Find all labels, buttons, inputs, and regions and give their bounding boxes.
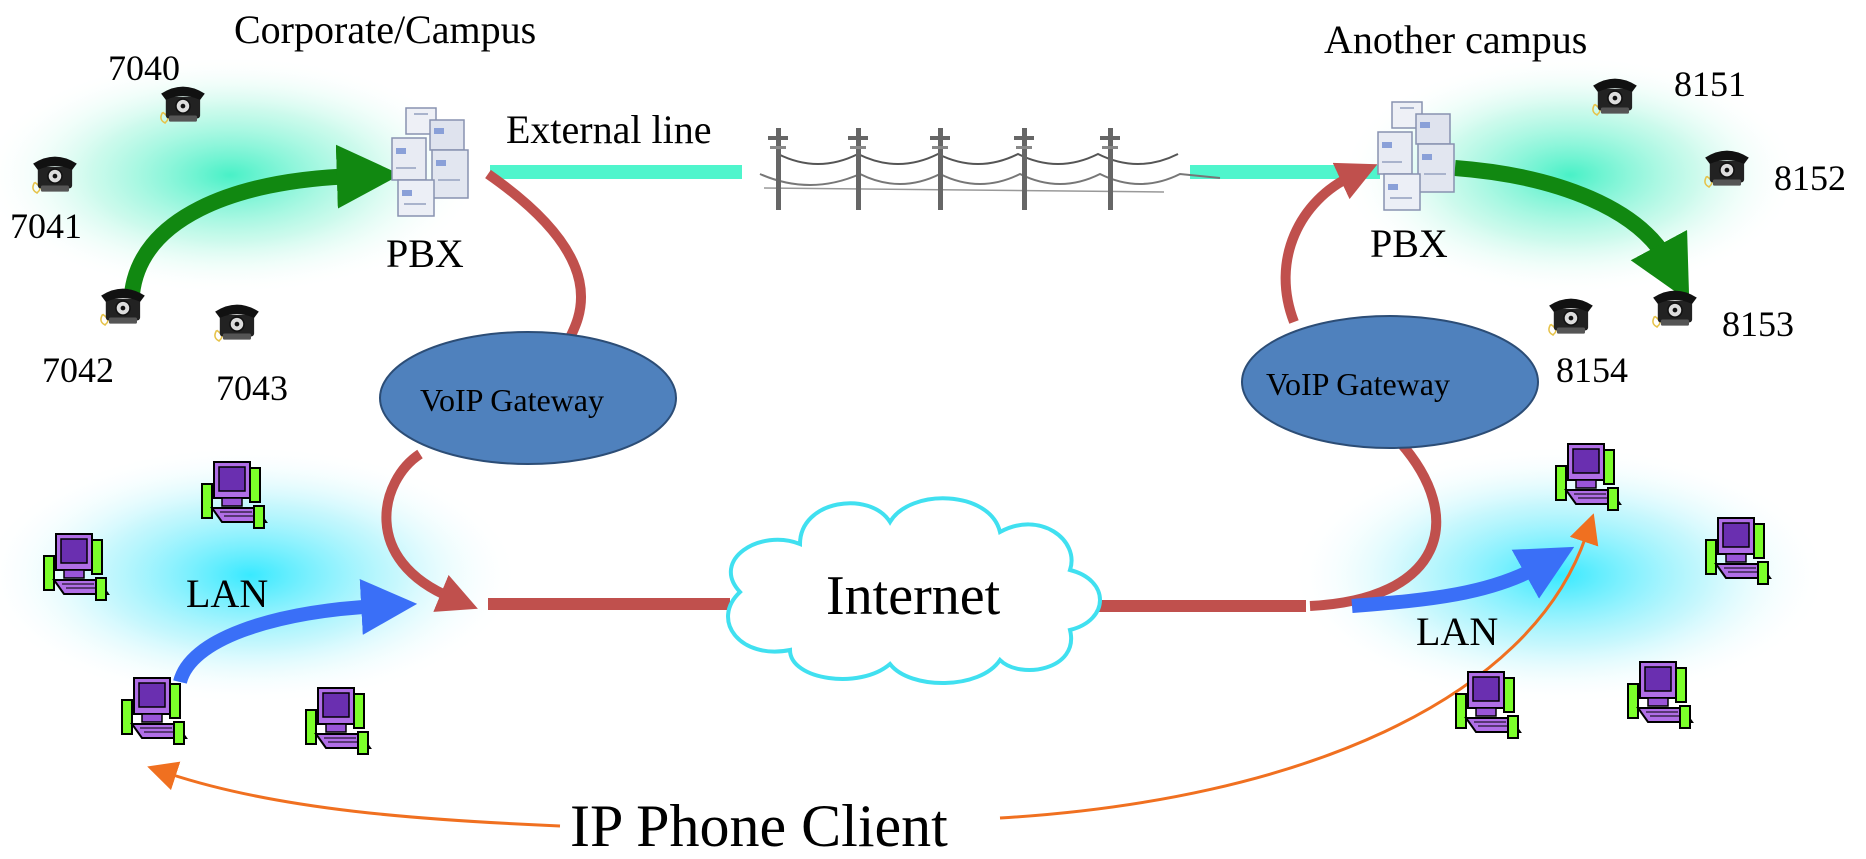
- telegraph-poles: [759, 128, 1221, 210]
- phone-7043-icon: [214, 303, 260, 343]
- extension-7043: 7043: [216, 368, 288, 408]
- external-line-label: External line: [506, 107, 712, 152]
- corporate-pbx-label: PBX: [386, 231, 464, 276]
- corporate-lan-arrow: [173, 578, 418, 685]
- client-arrow-left: [147, 761, 561, 828]
- other-title: Another campus: [1324, 17, 1588, 62]
- voip-path-other-pbx: [1280, 162, 1378, 324]
- extension-7042: 7042: [42, 350, 114, 390]
- other-gateway-label: VoIP Gateway: [1266, 366, 1450, 402]
- corporate-call-arrow: [124, 144, 401, 296]
- extension-8153: 8153: [1722, 304, 1794, 344]
- other-lan-label: LAN: [1416, 609, 1499, 654]
- corporate-voip-gateway: [379, 331, 677, 465]
- extension-8151: 8151: [1674, 64, 1746, 104]
- internet-cloud: [726, 496, 1102, 685]
- other-lan-arrow: [1351, 546, 1575, 613]
- ip-phone-client-label: IP Phone Client: [570, 793, 948, 859]
- corporate-gateway-label: VoIP Gateway: [420, 382, 604, 418]
- phone-8153-icon: [1652, 289, 1698, 329]
- phone-8151-icon: [1592, 77, 1638, 117]
- extension-8154: 8154: [1556, 350, 1628, 390]
- voip-path-corporate-lan: [381, 449, 478, 612]
- corporate-lan-label: LAN: [186, 571, 269, 616]
- extension-7040: 7040: [108, 48, 180, 88]
- corporate-title: Corporate/Campus: [234, 7, 537, 52]
- extension-7041: 7041: [10, 206, 82, 246]
- phone-7040-icon: [160, 85, 206, 125]
- other-call-arrow: [1454, 160, 1690, 302]
- internet-label: Internet: [826, 565, 1001, 627]
- corporate-phone-area: [0, 55, 480, 295]
- phone-7041-icon: [32, 155, 78, 195]
- other-pbx-label: PBX: [1370, 221, 1448, 266]
- phone-8154-icon: [1548, 297, 1594, 337]
- phone-8152-icon: [1704, 149, 1750, 189]
- phone-7042-icon: [100, 287, 146, 327]
- other-voip-gateway: [1241, 315, 1539, 449]
- client-arrow-right: [999, 513, 1599, 820]
- extension-8152: 8152: [1774, 158, 1846, 198]
